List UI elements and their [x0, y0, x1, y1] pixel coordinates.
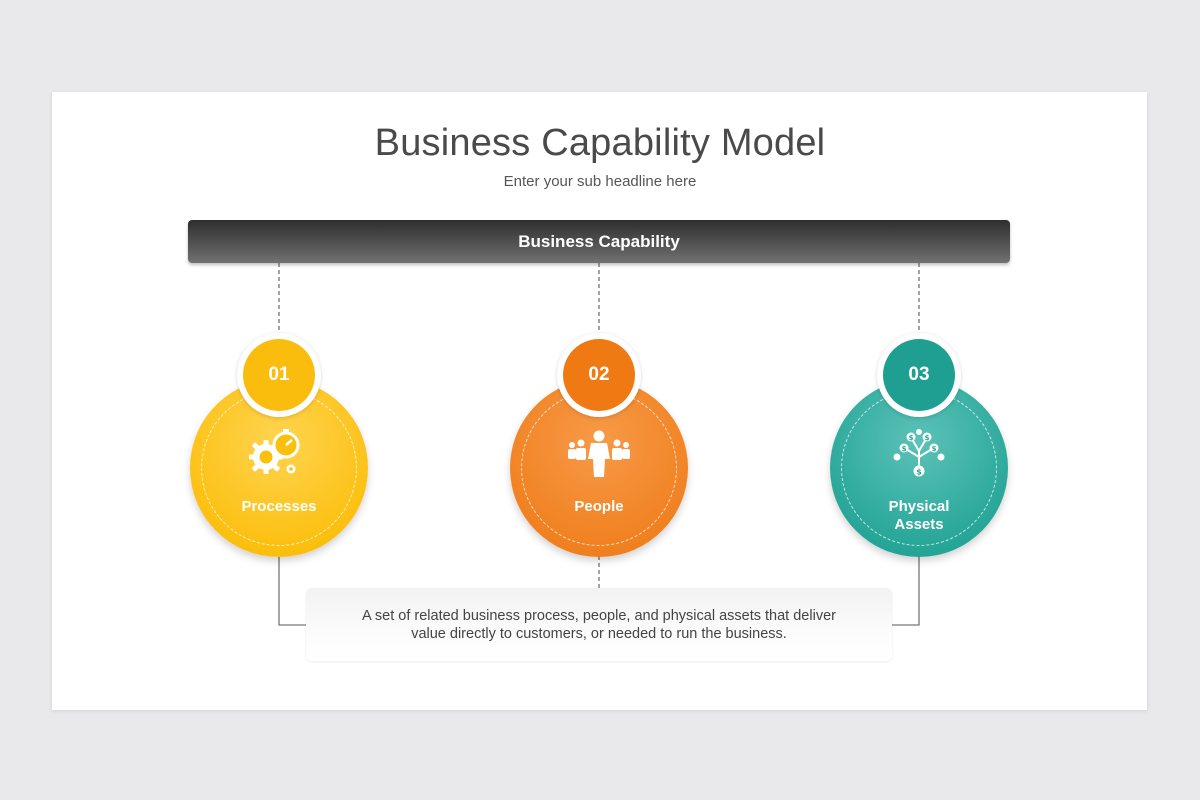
elbow-connector-right	[892, 556, 920, 626]
svg-text:$: $	[909, 434, 914, 442]
number-badge: 03	[883, 339, 955, 411]
capability-label: People	[574, 498, 624, 515]
number-badge: 02	[563, 339, 635, 411]
svg-text:$: $	[932, 445, 937, 453]
badge-ring-02: 02	[557, 333, 641, 417]
number-badge: 01	[243, 339, 315, 411]
capability-label-line-2: Assets	[894, 516, 944, 533]
svg-text:$: $	[902, 445, 907, 453]
capability-label-line-1: Physical	[888, 498, 950, 515]
page-title: Business Capability Model	[374, 122, 826, 164]
elbow-connector-left	[278, 556, 306, 626]
badge-ring-03: 03	[877, 333, 961, 417]
money-tree-icon: $ $ $ $ $	[893, 429, 945, 477]
badge-ring-01: 01	[237, 333, 321, 417]
gears-stopwatch-icon	[249, 429, 300, 474]
people-group-icon	[568, 430, 630, 477]
description-box: A set of related business process, peopl…	[306, 588, 892, 661]
description-text: A set of related business process, peopl…	[362, 607, 836, 642]
capability-label: Physical Assets	[830, 498, 1008, 534]
capability-label: Processes	[241, 498, 317, 515]
svg-text:$: $	[916, 468, 922, 477]
business-capability-bar: Business Capability	[188, 220, 1010, 263]
page-subtitle: Enter your sub headline here	[503, 173, 697, 190]
svg-text:$: $	[925, 434, 930, 442]
bar-label: Business Capability	[518, 231, 680, 251]
